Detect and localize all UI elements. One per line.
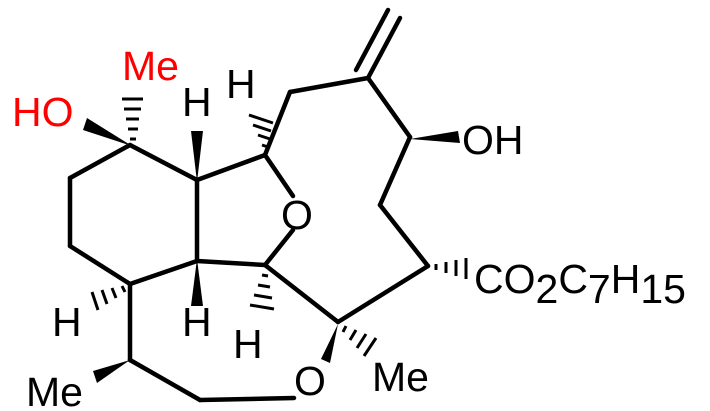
hash-bond (261, 273, 269, 278)
hash-bond (252, 123, 272, 133)
ester-subscript-7: 7 (588, 266, 611, 312)
bond (127, 142, 200, 183)
hash-bond (110, 287, 118, 299)
bond (262, 89, 293, 158)
wedge-bond (93, 360, 130, 383)
atom-label-o-ring-bottom: O (294, 358, 326, 404)
atom-labels: Me HO H H OH O CO2C7H15 H H H O Me Me (12, 43, 686, 411)
hash-bond (253, 293, 273, 300)
bond (127, 357, 203, 403)
ester-subscript-15: 15 (640, 266, 686, 312)
ester-h: H (611, 256, 641, 302)
bond (262, 227, 296, 268)
atom-label-ho-top: HO (12, 89, 74, 135)
wedge-bond (83, 118, 132, 146)
wedge-bond (321, 324, 338, 363)
hash-bond (355, 333, 368, 349)
atom-label-h-left: H (52, 299, 82, 345)
hash-bond (341, 325, 348, 333)
ester-co: CO (474, 256, 536, 302)
hash-bond (257, 133, 271, 141)
hash-bond (249, 303, 275, 311)
hash-bond (257, 283, 271, 289)
atom-label-h-bottom: H (233, 321, 263, 367)
hash-bond (100, 289, 109, 305)
atom-label-me-top: Me (122, 43, 179, 89)
hash-bond (362, 337, 378, 357)
wedge-bond (191, 131, 203, 182)
bond (377, 134, 413, 208)
bond (194, 258, 268, 268)
bond (67, 142, 133, 181)
atom-label-h-top-mid: H (226, 61, 256, 107)
ester-c: C (558, 256, 588, 302)
atom-label-o-ring-mid: O (281, 192, 313, 238)
bond (365, 75, 413, 140)
hash-bond (348, 329, 358, 341)
atom-label-oh-right: OH (462, 117, 524, 163)
wedge-bonds (83, 118, 460, 383)
bond (377, 202, 431, 269)
atom-label-h-top-left: H (182, 79, 212, 125)
bond (262, 262, 341, 325)
bond (365, 15, 403, 81)
bond (194, 152, 268, 183)
ester-label: CO2C7H15 (474, 256, 686, 312)
ester-subscript-2: 2 (536, 266, 559, 312)
hash-bond (261, 143, 269, 149)
bond (353, 7, 391, 73)
bond (197, 395, 297, 403)
bond (335, 263, 431, 325)
skeleton-bonds (67, 7, 431, 403)
atom-label-h-center: H (182, 299, 212, 345)
hash-bond (120, 285, 127, 293)
bond (262, 152, 296, 199)
bond (127, 258, 200, 287)
hashed-bonds (90, 97, 468, 357)
atom-label-me-right: Me (372, 354, 429, 400)
bond (287, 75, 371, 95)
wedge-bond (410, 131, 460, 143)
hash-bond (90, 291, 100, 311)
bond (67, 243, 133, 287)
hash-bond (248, 113, 274, 125)
wedge-bond (191, 259, 203, 306)
atom-label-me-bottom-left: Me (26, 369, 83, 411)
